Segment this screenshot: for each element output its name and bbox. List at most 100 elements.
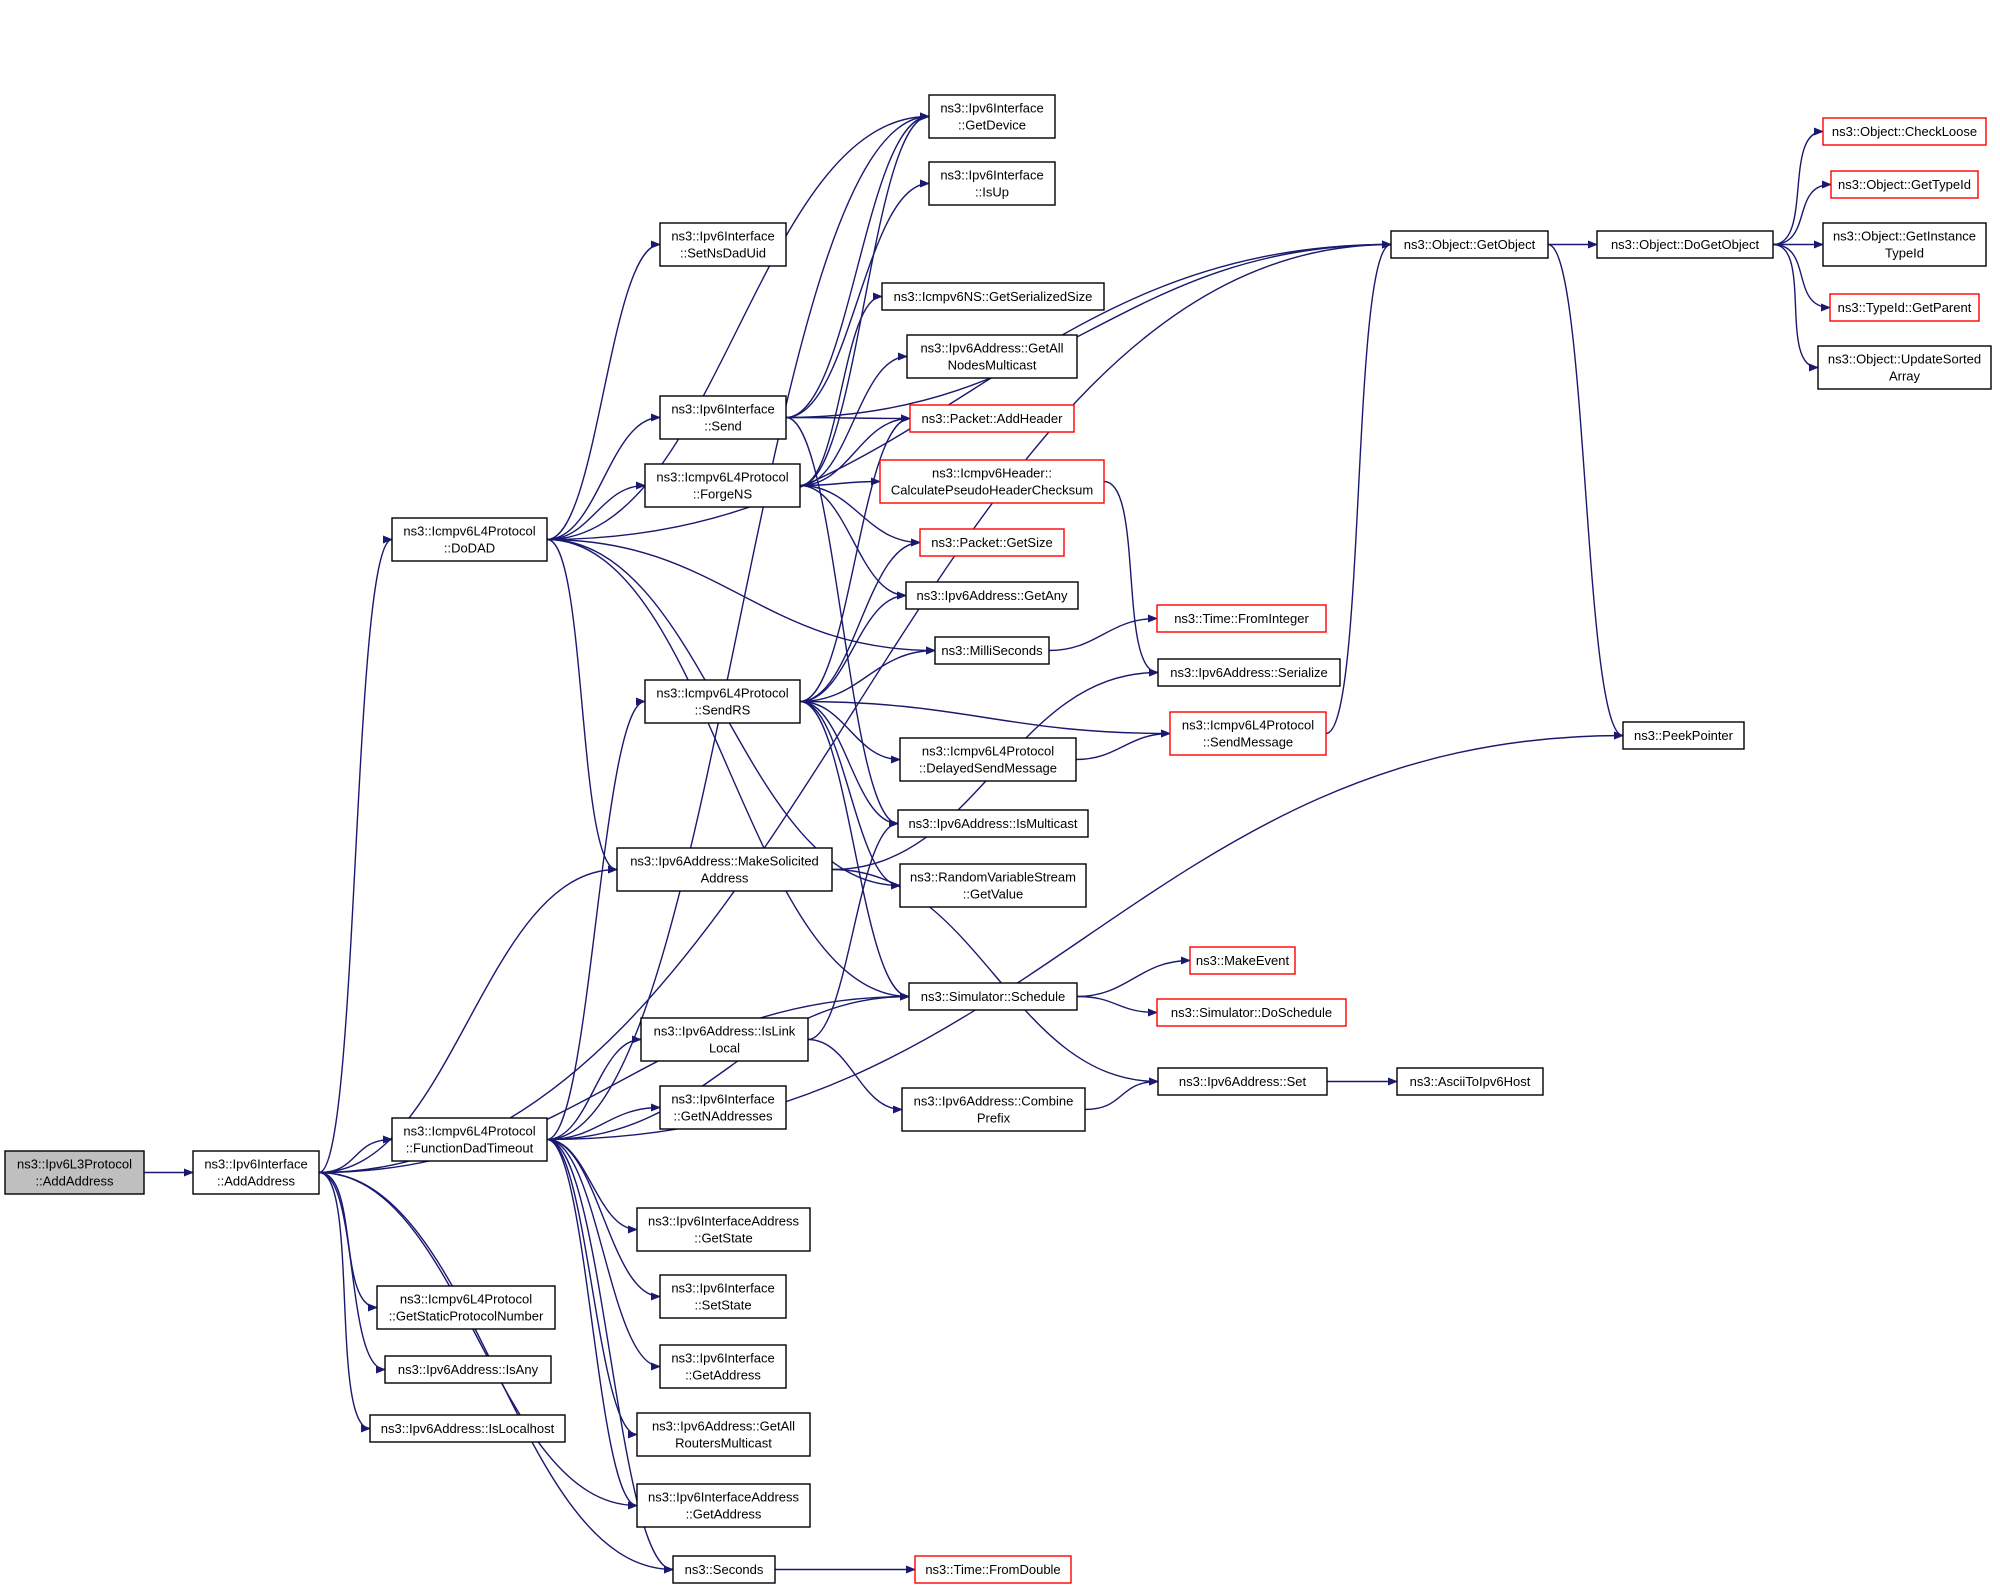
call-edge <box>546 1138 638 1439</box>
node-label: ns3::Ipv6L3Protocol <box>17 1157 132 1172</box>
graph-node-n20[interactable]: ns3::Ipv6Interface::GetDevice <box>928 94 1056 139</box>
graph-node-n15[interactable]: ns3::Ipv6Interface::SetState <box>659 1274 787 1319</box>
graph-node-n37[interactable]: ns3::Ipv6Address::Serialize <box>1157 658 1341 687</box>
node-box <box>1390 230 1549 259</box>
call-edge <box>318 992 910 1174</box>
call-edge <box>785 112 930 419</box>
graph-node-n31[interactable]: ns3::RandomVariableStream::GetValue <box>899 863 1087 908</box>
call-edge <box>318 535 393 1174</box>
call-edge <box>799 477 881 487</box>
graph-node-n38[interactable]: ns3::Icmpv6L4Protocol::SendMessage <box>1169 711 1327 756</box>
graph-node-n42[interactable]: ns3::AsciiToIpv6Host <box>1396 1067 1544 1096</box>
graph-node-n03[interactable]: ns3::Icmpv6L4Protocol::FunctionDadTimeou… <box>391 1117 548 1162</box>
graph-node-n00[interactable]: ns3::Ipv6L3Protocol::AddAddress <box>4 1150 145 1195</box>
graph-node-n30[interactable]: ns3::Ipv6Address::IsMulticast <box>897 809 1089 838</box>
graph-node-n19[interactable]: ns3::Seconds <box>672 1555 776 1584</box>
node-label: ::SetNsDadUid <box>680 246 766 261</box>
node-label: ns3::Packet::GetSize <box>931 535 1052 550</box>
graph-node-n05[interactable]: ns3::Ipv6Address::IsAny <box>384 1355 552 1384</box>
node-label: ::DoDAD <box>444 541 495 556</box>
graph-node-n10[interactable]: ns3::Icmpv6L4Protocol::SendRS <box>644 679 801 724</box>
call-edge <box>1772 243 1831 312</box>
graph-node-n01[interactable]: ns3::Ipv6Interface::AddAddress <box>192 1150 320 1195</box>
node-label: ::GetAddress <box>685 1368 761 1383</box>
graph-node-n04[interactable]: ns3::Icmpv6L4Protocol::GetStaticProtocol… <box>376 1285 556 1330</box>
node-label: ns3::PeekPointer <box>1634 728 1734 743</box>
graph-node-n02[interactable]: ns3::Icmpv6L4Protocol::DoDAD <box>391 517 548 562</box>
node-box <box>640 1017 809 1062</box>
graph-node-n14[interactable]: ns3::Ipv6InterfaceAddress::GetState <box>636 1207 811 1252</box>
call-edge <box>799 700 1171 738</box>
node-label: ns3::Icmpv6L4Protocol <box>403 524 535 539</box>
graph-node-n22[interactable]: ns3::Icmpv6NS::GetSerializedSize <box>881 282 1105 311</box>
graph-node-n48[interactable]: ns3::TypeId::GetParent <box>1829 293 1980 322</box>
node-label: ::AddAddress <box>35 1174 114 1189</box>
call-edge <box>546 697 646 1141</box>
graph-node-n08[interactable]: ns3::Ipv6Interface::Send <box>659 395 787 440</box>
node-label: ns3::Ipv6Interface <box>671 1281 774 1296</box>
node-label: ns3::Object::CheckLoose <box>1832 124 1977 139</box>
call-edge <box>318 1171 638 1510</box>
node-label: ::Send <box>704 419 742 434</box>
node-box <box>914 1555 1072 1584</box>
graph-node-n28[interactable]: ns3::MilliSeconds <box>934 636 1050 665</box>
graph-node-n32[interactable]: ns3::Simulator::Schedule <box>908 982 1078 1011</box>
graph-node-n45[interactable]: ns3::Object::CheckLoose <box>1822 117 1987 146</box>
node-label: ::GetValue <box>963 887 1023 902</box>
graph-node-n41[interactable]: ns3::Ipv6Address::Set <box>1157 1067 1328 1096</box>
node-label: ::SendMessage <box>1203 735 1293 750</box>
call-edge <box>546 240 1392 541</box>
graph-node-n24[interactable]: ns3::Packet::AddHeader <box>909 404 1075 433</box>
call-edge <box>546 1138 661 1301</box>
node-label: ns3::Object::GetObject <box>1404 237 1536 252</box>
graph-node-n06[interactable]: ns3::Ipv6Address::IsLocalhost <box>369 1414 566 1443</box>
node-label: ns3::Ipv6Address::IsLink <box>654 1024 796 1039</box>
call-edge <box>785 179 930 419</box>
node-label: ns3::Object::GetTypeId <box>1838 177 1971 192</box>
graph-node-n44[interactable]: ns3::PeekPointer <box>1622 721 1745 750</box>
graph-node-n18[interactable]: ns3::Ipv6InterfaceAddress::GetAddress <box>636 1483 811 1528</box>
graph-node-n07[interactable]: ns3::Ipv6Interface::SetNsDadUid <box>659 222 787 267</box>
node-label: ns3::Ipv6Interface <box>671 1092 774 1107</box>
node-box <box>644 463 801 508</box>
graph-node-n16[interactable]: ns3::Ipv6Interface::GetAddress <box>659 1344 787 1389</box>
call-edge <box>318 865 618 1174</box>
graph-node-n29[interactable]: ns3::Icmpv6L4Protocol::DelayedSendMessag… <box>899 737 1077 782</box>
graph-node-n09[interactable]: ns3::Icmpv6L4Protocol::ForgeNS <box>644 463 801 508</box>
node-label: ns3::Ipv6Interface <box>940 101 1043 116</box>
call-edge <box>546 1138 638 1510</box>
graph-node-n13[interactable]: ns3::Ipv6Interface::GetNAddresses <box>659 1085 787 1130</box>
node-label: ns3::Ipv6Address::IsAny <box>398 1362 539 1377</box>
node-box <box>4 1150 145 1195</box>
call-edge <box>318 1171 386 1374</box>
graph-node-n26[interactable]: ns3::Packet::GetSize <box>919 528 1065 557</box>
graph-node-n35[interactable]: ns3::Object::GetObject <box>1390 230 1549 259</box>
graph-node-n21[interactable]: ns3::Ipv6Interface::IsUp <box>928 161 1056 206</box>
graph-node-n25[interactable]: ns3::Icmpv6Header::CalculatePseudoHeader… <box>879 459 1105 504</box>
node-box <box>1396 1067 1544 1096</box>
node-box <box>1157 658 1341 687</box>
call-edge <box>799 414 911 487</box>
graph-node-n46[interactable]: ns3::Object::GetTypeId <box>1830 170 1979 199</box>
node-label: ns3::Icmpv6L4Protocol <box>403 1124 535 1139</box>
graph-node-n34[interactable]: ns3::Time::FromDouble <box>914 1555 1072 1584</box>
graph-node-n36[interactable]: ns3::Time::FromInteger <box>1156 604 1327 633</box>
call-edge <box>1772 243 1819 372</box>
graph-node-n43[interactable]: ns3::Object::DoGetObject <box>1596 230 1774 259</box>
node-label: Address <box>701 871 749 886</box>
call-edge <box>1076 956 1191 998</box>
graph-node-n27[interactable]: ns3::Ipv6Address::GetAny <box>905 581 1079 610</box>
graph-node-n40[interactable]: ns3::Simulator::DoSchedule <box>1156 998 1347 1027</box>
graph-node-n39[interactable]: ns3::MakeEvent <box>1189 946 1296 975</box>
node-label: Local <box>709 1041 740 1056</box>
call-edge <box>546 240 661 541</box>
node-label: ns3::Ipv6Address::MakeSolicited <box>630 854 819 869</box>
node-label: ns3::Icmpv6L4Protocol <box>922 744 1054 759</box>
